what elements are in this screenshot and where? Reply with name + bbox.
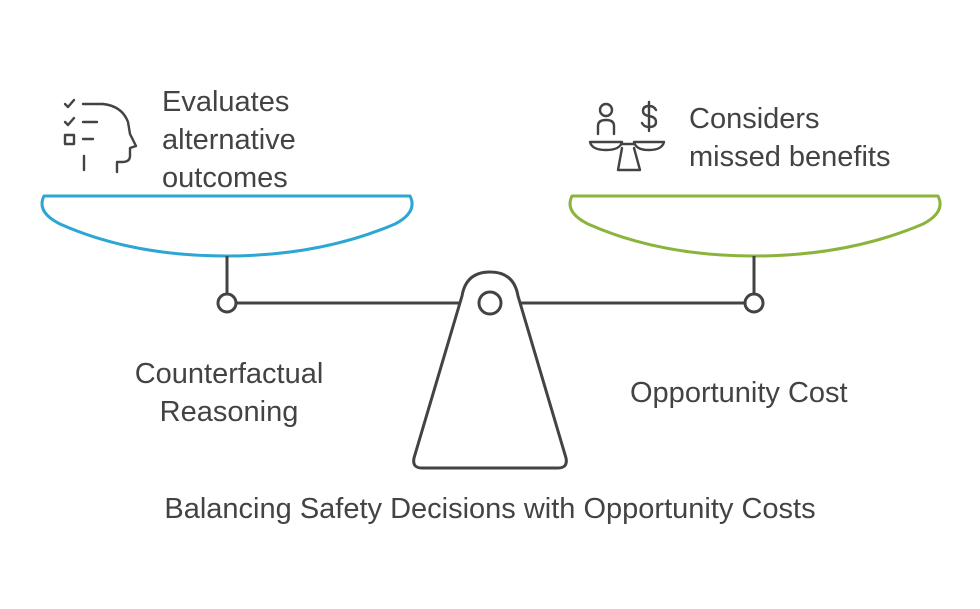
left-label-line: Reasoning	[159, 396, 299, 428]
left-description-line: outcomes	[162, 162, 288, 194]
checklist-head-icon	[63, 98, 138, 174]
left-description-line: alternative	[162, 124, 296, 156]
left-pan	[40, 194, 414, 258]
right-description-line: missed benefits	[689, 141, 891, 173]
left-description: Evaluates alternative outcomes	[162, 83, 296, 197]
right-description-line: Considers	[689, 103, 820, 135]
right-label: Opportunity Cost	[630, 374, 848, 412]
fulcrum-stand	[412, 270, 568, 470]
person-money-scale-icon	[588, 100, 666, 172]
pivot	[477, 290, 503, 316]
right-joint	[743, 292, 765, 314]
right-label-line: Opportunity Cost	[630, 377, 848, 409]
left-label-line: Counterfactual	[134, 358, 324, 390]
left-description-line: Evaluates	[162, 86, 290, 118]
right-description: Considers missed benefits	[689, 100, 891, 176]
left-joint	[216, 292, 238, 314]
right-pan	[568, 194, 942, 258]
diagram-caption: Balancing Safety Decisions with Opportun…	[164, 493, 816, 525]
left-label: Counterfactual Reasoning	[114, 355, 344, 431]
